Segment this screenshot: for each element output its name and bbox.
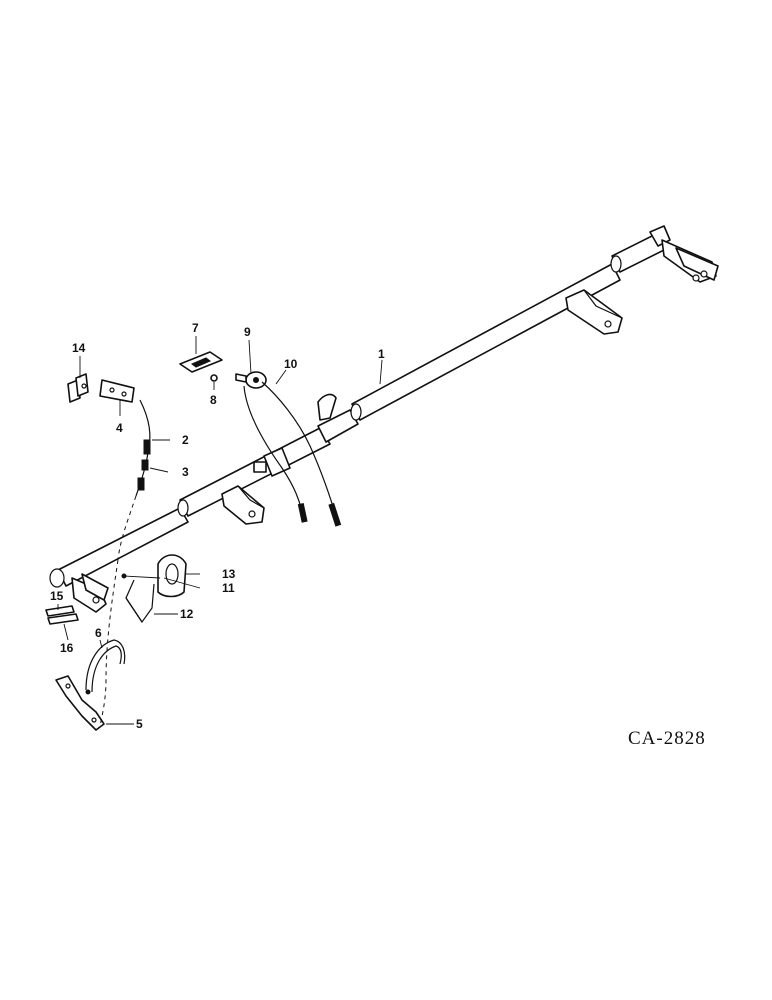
part-4-plate — [99, 379, 135, 403]
part-10-cable — [243, 381, 342, 527]
center-clamp-bracket — [253, 393, 337, 477]
part-11-pin — [121, 573, 161, 579]
callout-8: 8 — [210, 393, 217, 407]
right-end-hinge-bracket — [661, 239, 719, 283]
callout-1: 1 — [378, 347, 385, 361]
callout-3: 3 — [182, 465, 189, 479]
callout-6: 6 — [95, 626, 102, 640]
callout-7: 7 — [192, 321, 199, 335]
part-7-plate — [179, 351, 223, 373]
part-16-pin — [47, 613, 79, 625]
callout-13: 13 — [222, 567, 236, 581]
leader-lines — [57, 336, 383, 725]
callout-16: 16 — [60, 641, 74, 655]
callout-5: 5 — [136, 717, 143, 731]
middle-mount-bracket — [221, 485, 265, 525]
callout-4: 4 — [116, 421, 123, 435]
callout-9: 9 — [244, 325, 251, 339]
part-5-plate — [55, 675, 105, 731]
callout-labels: 1 2 3 4 5 6 7 8 9 10 11 12 13 14 15 16 — [50, 321, 385, 731]
callout-11: 11 — [222, 581, 235, 595]
upper-right-mount-bracket — [565, 289, 623, 335]
callout-2: 2 — [182, 433, 189, 447]
callout-15: 15 — [50, 589, 64, 603]
part-12-u-bolt — [125, 579, 155, 624]
part-15-pin — [45, 605, 75, 617]
figure-reference: CA-2828 — [628, 728, 706, 749]
callout-10: 10 — [284, 357, 298, 371]
part-14-clip — [67, 373, 89, 403]
part-9-knob — [235, 371, 267, 389]
hose-routing-dashed-line — [99, 559, 119, 727]
part-2-3-hose-assembly — [117, 399, 151, 561]
part-13-clamp — [157, 554, 187, 598]
callout-14: 14 — [72, 341, 86, 355]
part-6-u-bolt — [85, 639, 126, 695]
left-end-hinge-bracket — [71, 573, 109, 613]
part-8-screw — [210, 374, 218, 382]
callout-12: 12 — [180, 607, 194, 621]
